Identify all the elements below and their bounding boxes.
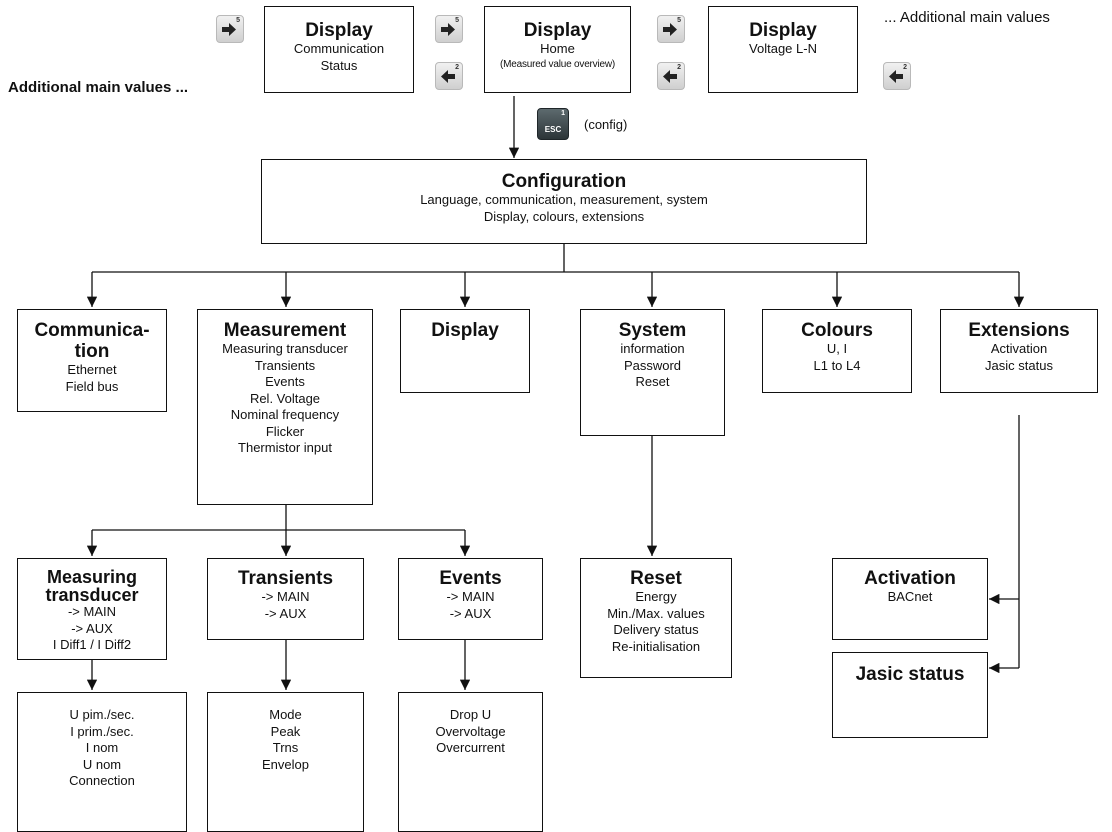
arrow-right-icon	[441, 23, 455, 36]
configuration-box: Configuration Language, communication, m…	[261, 159, 867, 244]
display-voltage-box: Display Voltage L-N	[708, 6, 858, 93]
esc-key-button[interactable]: 1 ESC	[537, 108, 569, 140]
activation-box: Activation BACnet	[832, 558, 988, 640]
measurement-box: Measurement Measuring transducer Transie…	[197, 309, 373, 505]
display-config-box: Display	[400, 309, 530, 393]
measuring-transducer-box: Measuring transducer -> MAIN -> AUX I Di…	[17, 558, 167, 660]
colours-box: Colours U, I L1 to L4	[762, 309, 912, 393]
transducer-details-box: U pim./sec. I prim./sec. I nom U nom Con…	[17, 692, 187, 832]
transients-box: Transients -> MAIN -> AUX	[207, 558, 364, 640]
events-box: Events -> MAIN -> AUX	[398, 558, 543, 640]
previous-key-button[interactable]: 2	[435, 62, 463, 90]
arrow-left-icon	[889, 70, 903, 83]
additional-main-values-left: Additional main values ...	[8, 79, 189, 96]
previous-key-button[interactable]: 2	[883, 62, 911, 90]
previous-key-button[interactable]: 2	[657, 62, 685, 90]
jasic-status-box: Jasic status	[832, 652, 988, 738]
arrow-right-icon	[663, 23, 677, 36]
arrow-right-icon	[222, 23, 236, 36]
display-home-box: Display Home (Measured value overview)	[484, 6, 631, 93]
arrow-left-icon	[663, 70, 677, 83]
next-key-button[interactable]: 5	[216, 15, 244, 43]
events-details-box: Drop U Overvoltage Overcurrent	[398, 692, 543, 832]
arrow-left-icon	[441, 70, 455, 83]
display-communication-status-box: Display Communication Status	[264, 6, 414, 93]
next-key-button[interactable]: 5	[435, 15, 463, 43]
communication-box: Communica- tion Ethernet Field bus	[17, 309, 167, 412]
config-hint-label: (config)	[584, 117, 628, 132]
extensions-box: Extensions Activation Jasic status	[940, 309, 1098, 393]
additional-main-values-right: ... Additional main values	[884, 9, 1050, 26]
reset-box: Reset Energy Min./Max. values Delivery s…	[580, 558, 732, 678]
system-box: System information Password Reset	[580, 309, 725, 436]
transients-details-box: Mode Peak Trns Envelop	[207, 692, 364, 832]
next-key-button[interactable]: 5	[657, 15, 685, 43]
